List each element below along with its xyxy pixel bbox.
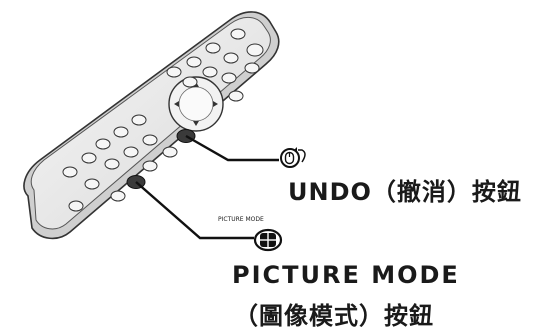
- undo-button-label: UNDO（撤消）按鈕: [288, 178, 522, 206]
- remote-buttons: [62, 28, 264, 212]
- picture-mode-sub-label: （圖像模式）按鈕: [234, 302, 434, 330]
- mouse-undo-icon: [280, 147, 306, 168]
- picture-mode-label: PICTURE MODE: [232, 261, 460, 289]
- picture-mode-icon: [253, 228, 283, 252]
- navigation-pad: [168, 76, 224, 132]
- undo-leader-line: [185, 134, 279, 162]
- picture-mode-leader-line: [135, 181, 254, 240]
- picture-mode-small-label: PICTURE MODE: [218, 216, 264, 223]
- remote-body: [23, 11, 280, 240]
